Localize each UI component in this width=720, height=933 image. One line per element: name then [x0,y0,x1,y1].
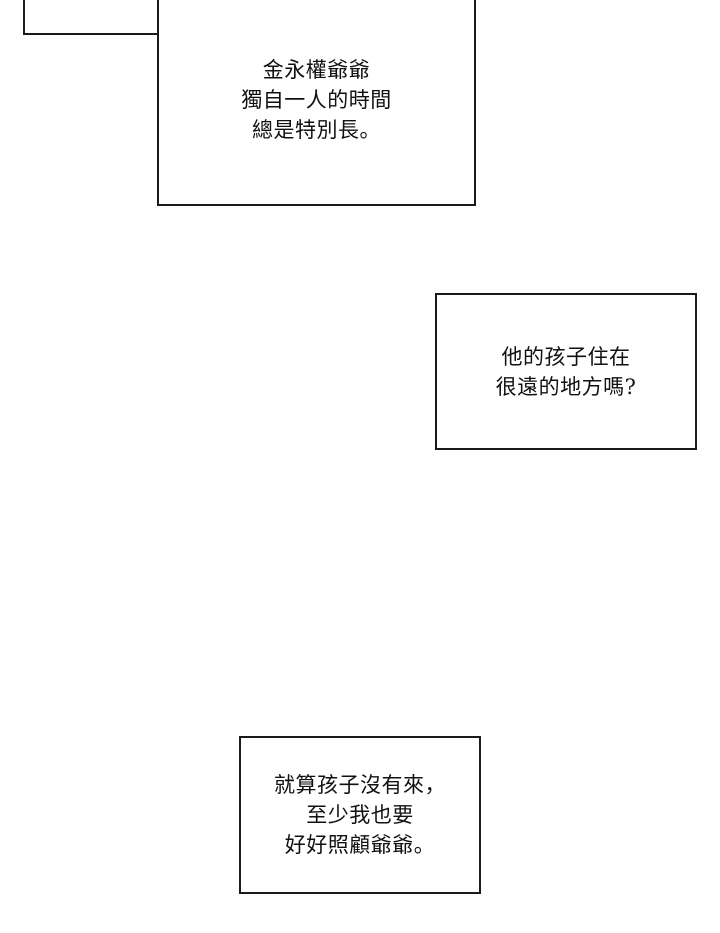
narration-1-line-3: 總是特別長。 [252,118,381,142]
narration-3-line-2: 至少我也要 [306,803,414,827]
narration-2-line-1: 他的孩子住在 [501,344,631,369]
narration-3-line-3: 好好照顧爺爺。 [284,833,436,857]
narration-box-2: 他的孩子住在 很遠的地方嗎? [435,293,697,450]
narration-1-line-1: 金永權爺爺 [262,58,371,82]
narration-1-line-2: 獨自一人的時間 [241,88,392,112]
narration-box-1: 金永權爺爺 獨自一人的時間 總是特別長。 [157,0,476,206]
narration-3-line-1: 就算孩子沒有來， [274,773,446,797]
panel-border-left [23,0,25,35]
narration-2-line-2: 很遠的地方嗎? [495,374,637,399]
panel-border-bottom [23,33,159,35]
narration-box-3: 就算孩子沒有來， 至少我也要 好好照顧爺爺。 [239,736,481,894]
